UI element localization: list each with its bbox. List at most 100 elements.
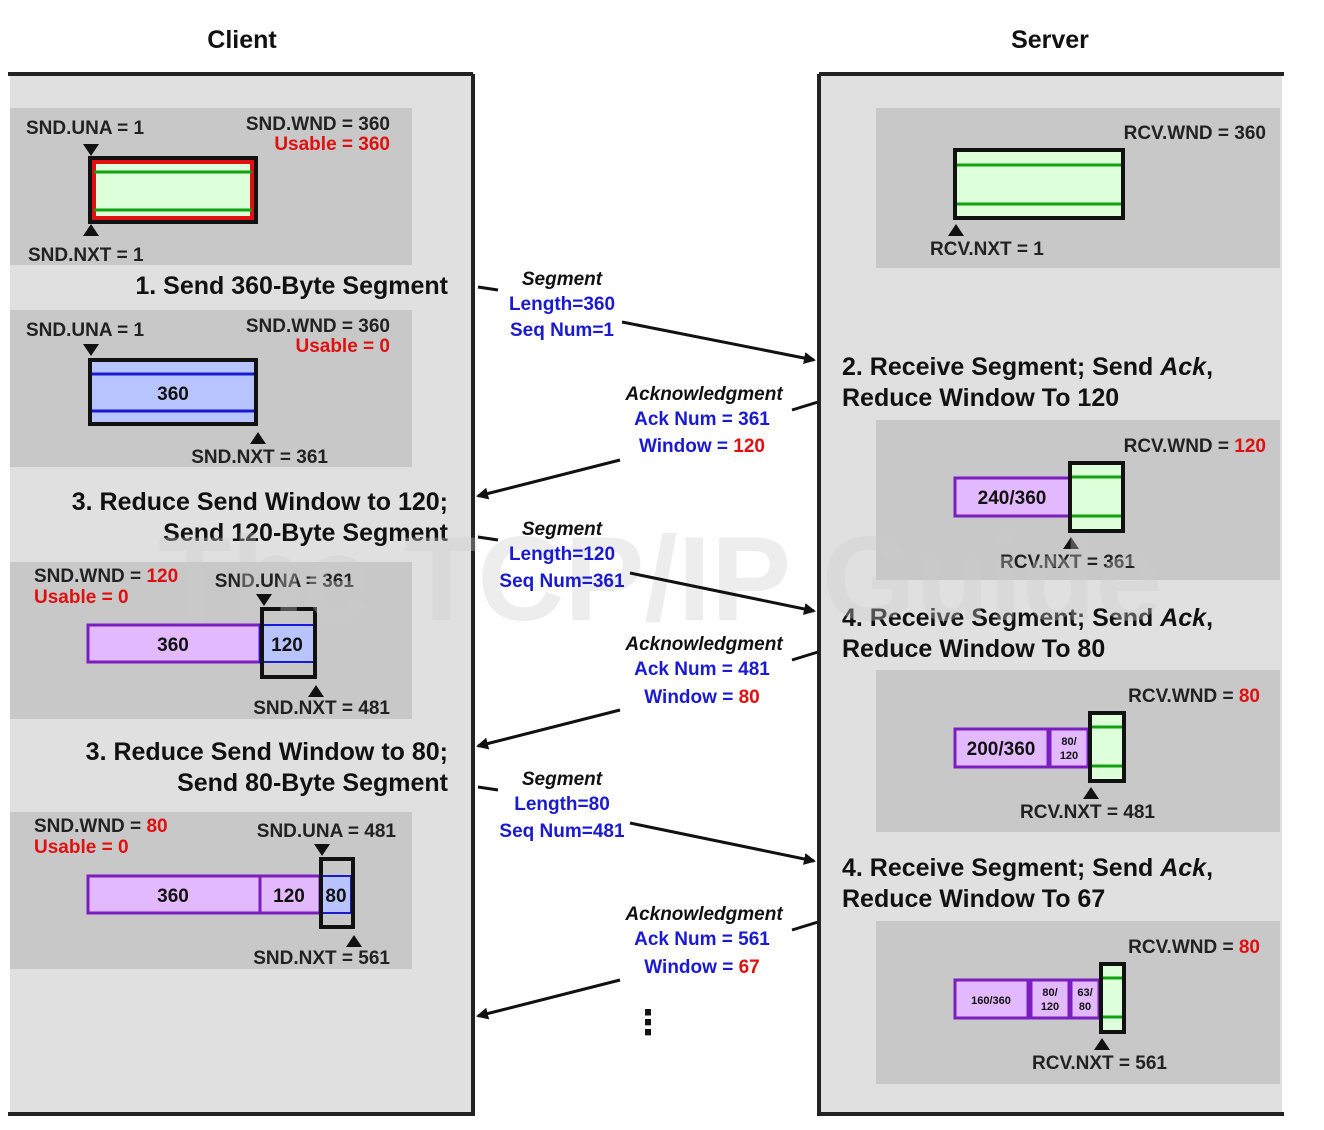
message-ack-num: Ack Num = 561 xyxy=(634,929,770,950)
client-panel-2: SND.UNA = 1 SND.WND = 360 Usable = 0 360… xyxy=(10,310,412,468)
message-seq: Seq Num=1 xyxy=(510,320,614,341)
snd-nxt-label: SND.NXT = 481 xyxy=(253,698,390,719)
snd-una-pointer-icon xyxy=(256,594,272,606)
usable-label: Usable = 0 xyxy=(295,336,390,357)
step-4a-line-1: 4. Receive Segment; Send Ack, xyxy=(842,604,1213,632)
received-bytes-count: 240/360 xyxy=(978,488,1047,509)
snd-nxt-label: SND.NXT = 561 xyxy=(253,948,390,969)
step-4a-line-2: Reduce Window To 80 xyxy=(842,635,1105,663)
message-segment-2: Segment Length=120 Seq Num=361 xyxy=(477,519,816,615)
continuation-ellipsis: ⋮ xyxy=(631,1004,665,1042)
sent-bytes-box xyxy=(259,624,315,663)
rcv-nxt-pointer-icon xyxy=(1094,1038,1110,1050)
message-window: Window = 67 xyxy=(644,957,759,978)
ack-arrow xyxy=(476,458,621,500)
segment-arrow xyxy=(629,571,816,615)
snd-nxt-pointer-icon xyxy=(308,685,324,697)
segment-arrow xyxy=(477,535,499,542)
send-window-box xyxy=(88,156,258,224)
rcv-wnd-label: RCV.WND = 360 xyxy=(1124,123,1266,144)
sent-bytes-count: 120 xyxy=(271,635,303,656)
server-panel-1: RCV.WND = 360 RCV.NXT = 1 xyxy=(876,108,1280,268)
send-window-box xyxy=(260,607,317,679)
snd-nxt-pointer-icon xyxy=(250,432,266,444)
acked-bytes-count-2: 120 xyxy=(273,886,305,907)
client-panel-4: SND.WND = 80 Usable = 0 SND.UNA = 481 36… xyxy=(10,812,412,969)
step-4b-line-1: 4. Receive Segment; Send Ack, xyxy=(842,854,1213,882)
snd-nxt-pointer-icon xyxy=(83,224,99,236)
step-1-label: 1. Send 360-Byte Segment xyxy=(135,272,448,300)
acked-bytes-count: 360 xyxy=(157,635,189,656)
message-ack-num: Ack Num = 481 xyxy=(634,659,770,680)
snd-una-pointer-icon xyxy=(83,144,99,156)
ack-arrow xyxy=(791,650,819,662)
received-bytes-count-3: 63/ xyxy=(1077,987,1092,999)
server-panel-4: RCV.WND = 80 160/360 80/ 120 63/ 80 RCV.… xyxy=(876,921,1280,1084)
message-length: Length=80 xyxy=(514,794,610,815)
message-segment-3: Segment Length=80 Seq Num=481 xyxy=(477,769,816,865)
step-2-line-2: Reduce Window To 120 xyxy=(842,384,1119,412)
snd-wnd-label: SND.WND = 120 xyxy=(34,566,178,587)
snd-wnd-label: SND.WND = 360 xyxy=(246,114,390,135)
message-title: Segment xyxy=(522,269,603,290)
acked-bytes-box-2 xyxy=(258,874,322,915)
rcv-nxt-label: RCV.NXT = 561 xyxy=(1032,1053,1167,1074)
message-ack-2: Acknowledgment Ack Num = 481 Window = 80 xyxy=(476,634,819,750)
message-ack-num: Ack Num = 361 xyxy=(634,409,770,430)
message-window: Window = 120 xyxy=(639,436,765,457)
snd-wnd-label: SND.WND = 80 xyxy=(34,816,168,837)
ack-arrow xyxy=(476,978,621,1020)
usable-label: Usable = 0 xyxy=(34,587,129,608)
sent-bytes-count: 360 xyxy=(157,384,189,405)
rcv-nxt-pointer-icon xyxy=(948,224,964,236)
snd-una-label: SND.UNA = 1 xyxy=(26,118,145,139)
ack-arrow xyxy=(476,708,621,750)
message-title: Acknowledgment xyxy=(624,634,783,655)
received-bytes-count-2: 80/ xyxy=(1042,987,1057,999)
receive-window-box xyxy=(953,148,1125,220)
receive-window-box xyxy=(1068,461,1125,533)
received-bytes-total-2: 120 xyxy=(1041,1001,1059,1013)
rcv-wnd-label: RCV.WND = 80 xyxy=(1128,686,1260,707)
client-panel-1: SND.UNA = 1 SND.WND = 360 Usable = 360 S… xyxy=(10,108,412,266)
snd-una-label: SND.UNA = 1 xyxy=(26,320,145,341)
message-title: Segment xyxy=(522,769,603,790)
message-title: Acknowledgment xyxy=(624,904,783,925)
acked-bytes-count: 360 xyxy=(157,886,189,907)
rcv-wnd-label: RCV.WND = 120 xyxy=(1124,436,1266,457)
rcv-nxt-pointer-icon xyxy=(1083,787,1099,799)
snd-nxt-pointer-icon xyxy=(346,935,362,947)
receive-window-box xyxy=(1099,962,1126,1034)
message-ack-1: Acknowledgment Ack Num = 361 Window = 12… xyxy=(476,384,819,500)
message-title: Acknowledgment xyxy=(624,384,783,405)
step-3a-line-1: 3. Reduce Send Window to 120; xyxy=(72,488,448,516)
message-title: Segment xyxy=(522,519,603,540)
message-seq: Seq Num=361 xyxy=(499,571,625,592)
server-panel-3: RCV.WND = 80 200/360 80/ 120 RCV.NXT = 4… xyxy=(876,670,1280,832)
snd-una-label: SND.UNA = 361 xyxy=(215,571,355,592)
client-column: SND.UNA = 1 SND.WND = 360 Usable = 360 S… xyxy=(8,72,475,1116)
ack-arrow xyxy=(791,400,819,412)
rcv-nxt-label: RCV.NXT = 481 xyxy=(1020,802,1155,823)
sent-bytes-box xyxy=(88,358,258,426)
client-panel-3: SND.WND = 120 Usable = 0 SND.UNA = 361 3… xyxy=(10,562,412,719)
receive-window-box xyxy=(1088,711,1126,783)
rcv-wnd-label: RCV.WND = 80 xyxy=(1128,937,1260,958)
sent-bytes-count: 80 xyxy=(325,886,346,907)
message-window: Window = 80 xyxy=(644,687,759,708)
received-bytes-box xyxy=(953,727,1050,769)
step-3b-line-1: 3. Reduce Send Window to 80; xyxy=(86,738,448,766)
send-window-box xyxy=(319,857,355,929)
step-2-line-1: 2. Receive Segment; Send Ack, xyxy=(842,353,1213,381)
client-header: Client xyxy=(207,26,277,54)
snd-nxt-label: SND.NXT = 361 xyxy=(191,447,328,468)
acked-bytes-box xyxy=(86,874,262,915)
server-column: RCV.WND = 360 RCV.NXT = 1 2. Receive Seg… xyxy=(817,72,1284,1116)
segment-arrow xyxy=(621,320,816,364)
received-bytes-count-2: 80/ xyxy=(1061,736,1076,748)
received-bytes-count: 160/360 xyxy=(971,995,1011,1007)
snd-wnd-label: SND.WND = 360 xyxy=(246,316,390,337)
snd-nxt-label: SND.NXT = 1 xyxy=(28,245,144,266)
rcv-nxt-pointer-icon xyxy=(1063,537,1079,549)
message-segment-1: Segment Length=360 Seq Num=1 xyxy=(477,269,816,364)
